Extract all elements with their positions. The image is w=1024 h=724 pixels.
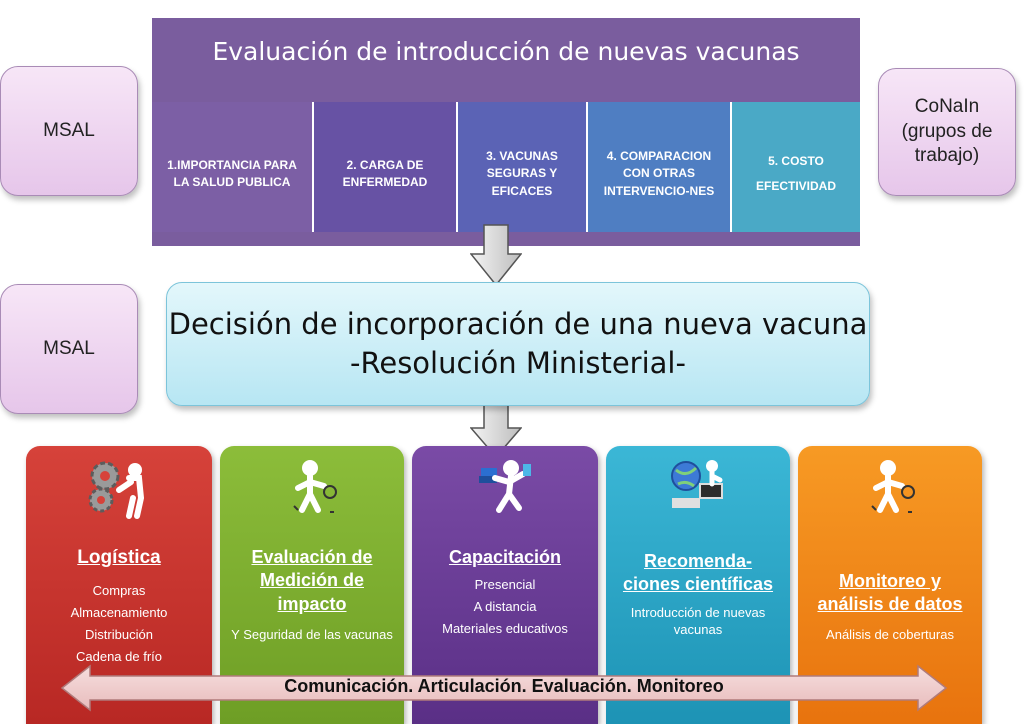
card-item: Cadena de frío (75, 649, 162, 664)
card-items: Presencial A distancia Materiales educat… (418, 574, 592, 640)
card-item: Distribución (85, 627, 153, 642)
card-item: Y Seguridad de las vacunas (231, 627, 393, 642)
card-title-line: Evaluación de (251, 547, 373, 567)
banner-text: Comunicación. Articulación. Evaluación. … (284, 676, 724, 696)
card-title-line: ciones científicas (622, 574, 774, 595)
criterion-text: 1.IMPORTANCIA PARA (167, 157, 297, 172)
criterion-cell: 1.IMPORTANCIA PARA LA SALUD PUBLICA (152, 102, 314, 246)
criterion-text: EFICACES (491, 183, 553, 198)
card-item: Introducción de nuevas (630, 605, 766, 620)
criterion-text: EFECTIVIDAD (755, 179, 836, 193)
down-arrow-icon (470, 404, 522, 458)
criterion-text: 4. COMPARACION (606, 148, 712, 163)
card-items: Introducción de nuevas vacunas (612, 604, 784, 638)
criterion-cell: 4. COMPARACION CON OTRAS INTERVENCIO-NES (588, 102, 732, 246)
magnifier-figure-icon (220, 454, 404, 520)
criterion-text: INTERVENCIO-NES (603, 183, 715, 198)
conain-label: trabajo) (914, 145, 980, 167)
card-title: Capacitación (448, 547, 562, 567)
card-item: Presencial (474, 577, 536, 592)
msal-box-top: MSAL (0, 66, 138, 196)
card-title-line: Recomenda- (643, 551, 753, 571)
card-item: Análisis de coberturas (826, 627, 954, 642)
card-item: vacunas (673, 622, 723, 637)
msal-box-middle: MSAL (0, 284, 138, 414)
decision-line: Decisión de incorporación de una nueva v… (168, 306, 868, 341)
criterion-text: 3. VACUNAS (486, 148, 558, 163)
card-item: Compras (92, 583, 146, 598)
criterion-cell: 3. VACUNAS SEGURAS Y EFICACES (458, 102, 588, 246)
criterion-cell: 2. CARGA DE ENFERMEDAD (314, 102, 458, 246)
gears-figure-icon (26, 454, 212, 520)
card-title: Evaluación de Medición de impacto (228, 546, 396, 616)
card-title-line: Monitoreo y (839, 571, 941, 591)
card-item: Almacenamiento (70, 605, 168, 620)
criterion-text: SEGURAS Y (486, 166, 558, 181)
evaluation-title: Evaluación de introducción de nuevas vac… (212, 36, 800, 66)
criterion-cell: 5. COSTO EFECTIVIDAD (732, 102, 860, 246)
criteria-row: 1.IMPORTANCIA PARA LA SALUD PUBLICA 2. CA… (152, 102, 860, 246)
down-arrow-icon (470, 224, 522, 286)
card-title-line: Medición de (259, 570, 364, 591)
magnifier-figure-icon (798, 454, 982, 520)
criterion-text: LA SALUD PUBLICA (173, 175, 291, 189)
decision-box: Decisión de incorporación de una nueva v… (166, 282, 870, 406)
communication-banner: Comunicación. Articulación. Evaluación. … (60, 664, 948, 712)
criterion-text: 5. COSTO (768, 153, 824, 168)
card-items: Y Seguridad de las vacunas (226, 624, 398, 646)
card-title: Logística (77, 547, 161, 568)
card-item: A distancia (473, 599, 537, 614)
card-items: Compras Almacenamiento Distribución Cade… (32, 580, 206, 668)
msal-label: MSAL (43, 337, 95, 359)
books-figure-icon (412, 454, 598, 520)
conain-label: CoNaIn (914, 95, 980, 117)
card-title-line: análisis de datos (817, 594, 963, 615)
card-title: Monitoreo y análisis de datos (806, 570, 974, 617)
globe-computer-icon (606, 454, 790, 520)
card-title: Recomenda- ciones científicas (614, 550, 782, 597)
criterion-text: CON OTRAS (623, 166, 695, 181)
criterion-text: 2. CARGA DE (346, 157, 424, 172)
conain-label: (grupos de (901, 120, 993, 142)
card-item: Materiales educativos (442, 621, 568, 636)
msal-label: MSAL (43, 119, 95, 141)
evaluation-table: Evaluación de introducción de nuevas vac… (152, 18, 860, 246)
card-items: Análisis de coberturas (804, 624, 976, 646)
criterion-text: ENFERMEDAD (342, 175, 428, 189)
double-arrow-icon (60, 664, 948, 712)
conain-box: CoNaIn (grupos de trabajo) (878, 68, 1016, 196)
card-title-line: impacto (277, 593, 347, 614)
decision-subtitle: -Resolución Ministerial- (350, 346, 686, 380)
